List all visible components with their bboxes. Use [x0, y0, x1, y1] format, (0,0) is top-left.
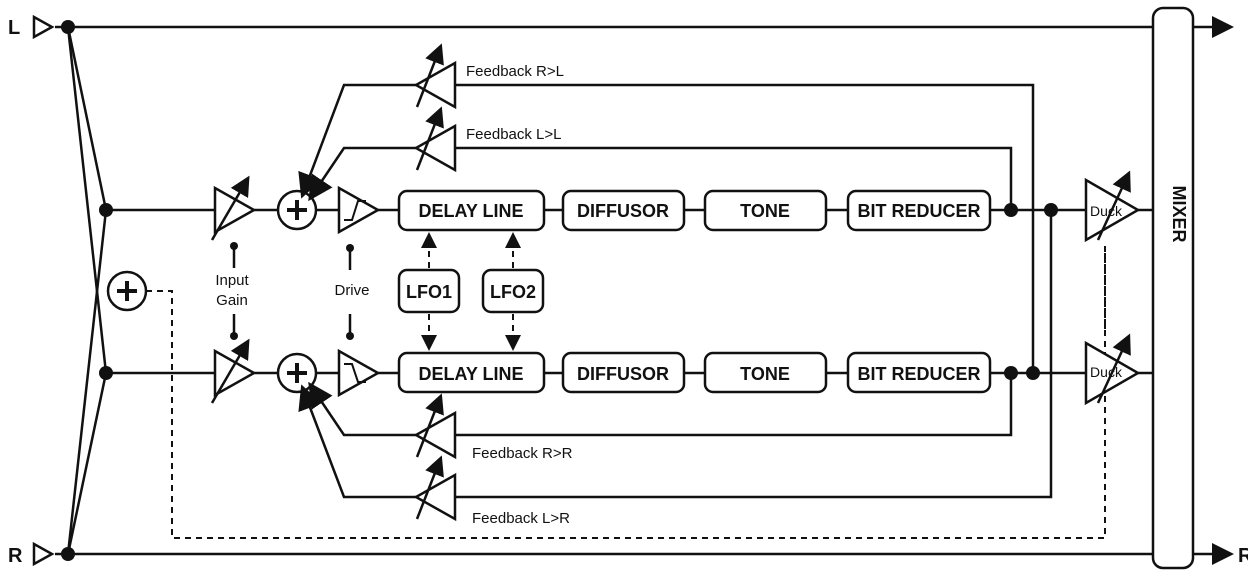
right-input-port-icon: [32, 541, 55, 567]
lfo2-block: LFO2: [481, 268, 545, 314]
upper-delay-line-label: DELAY LINE: [418, 201, 523, 221]
lower-delay-line-block: DELAY LINE: [397, 351, 546, 394]
left-output-arrow-icon: [1212, 16, 1234, 38]
lower-tone-block: TONE: [703, 351, 828, 394]
lfo2-label: LFO2: [490, 282, 536, 302]
feedback-l-to-r-amp-icon: [413, 472, 457, 522]
lower-drive-shaper-icon: [337, 348, 381, 398]
left-to-lower-wire: [66, 26, 108, 374]
drive-label: Drive: [334, 282, 369, 299]
right-output-arrow-icon: [1212, 543, 1234, 565]
right-input-label: R: [8, 545, 23, 567]
upper-bit-reducer-label: BIT REDUCER: [857, 201, 980, 221]
upper-diffusor-block: DIFFUSOR: [561, 189, 686, 232]
upper-delay-line-block: DELAY LINE: [397, 189, 546, 232]
input-gain-label-line2: Gain: [216, 292, 248, 309]
lower-delay-line-label: DELAY LINE: [418, 364, 523, 384]
feedback-r-to-r-label: Feedback R>R: [472, 445, 573, 462]
feedback-l-to-l-amp-icon: [413, 123, 457, 173]
feedback-r-to-r-wire: [455, 373, 1013, 437]
mixer-block: [1151, 6, 1195, 570]
feedback-r-to-l-wire: [455, 83, 1035, 373]
feedback-r-to-l-label: Feedback R>L: [466, 63, 564, 80]
upper-tone-label: TONE: [740, 201, 790, 221]
mixer-label: MIXER: [1169, 185, 1189, 242]
feedback-l-to-l-wire: [455, 146, 1013, 210]
feedback-r-to-r-amp-icon: [413, 410, 457, 460]
left-input-label: L: [8, 17, 20, 39]
upper-drive-shaper-icon: [337, 185, 381, 235]
right-output-label: R: [1238, 545, 1248, 567]
lower-bit-reducer-block: BIT REDUCER: [846, 351, 992, 394]
upper-bit-reducer-block: BIT REDUCER: [846, 189, 992, 232]
sidechain-dashed-line: [146, 246, 1106, 539]
upper-duck-label: Duck: [1090, 203, 1123, 219]
upper-tone-block: TONE: [703, 189, 828, 232]
input-gain-label-line1: Input: [215, 272, 249, 289]
feedback-l-to-r-wire: [455, 210, 1053, 499]
right-to-upper-wire: [66, 209, 108, 555]
lower-tone-label: TONE: [740, 364, 790, 384]
left-input-port-icon: [32, 14, 55, 40]
upper-diffusor-label: DIFFUSOR: [577, 201, 669, 221]
lower-diffusor-label: DIFFUSOR: [577, 364, 669, 384]
feedback-r-to-l-amp-icon: [413, 60, 457, 110]
feedback-l-to-l-label: Feedback L>L: [466, 126, 562, 143]
lower-duck-label: Duck: [1090, 364, 1123, 380]
right-to-lower-wire: [66, 372, 108, 555]
lower-bit-reducer-label: BIT REDUCER: [857, 364, 980, 384]
lfo1-block: LFO1: [397, 268, 461, 314]
lower-diffusor-block: DIFFUSOR: [561, 351, 686, 394]
feedback-l-to-r-label: Feedback L>R: [472, 510, 570, 527]
lfo1-label: LFO1: [406, 282, 452, 302]
left-to-upper-wire: [66, 26, 108, 211]
